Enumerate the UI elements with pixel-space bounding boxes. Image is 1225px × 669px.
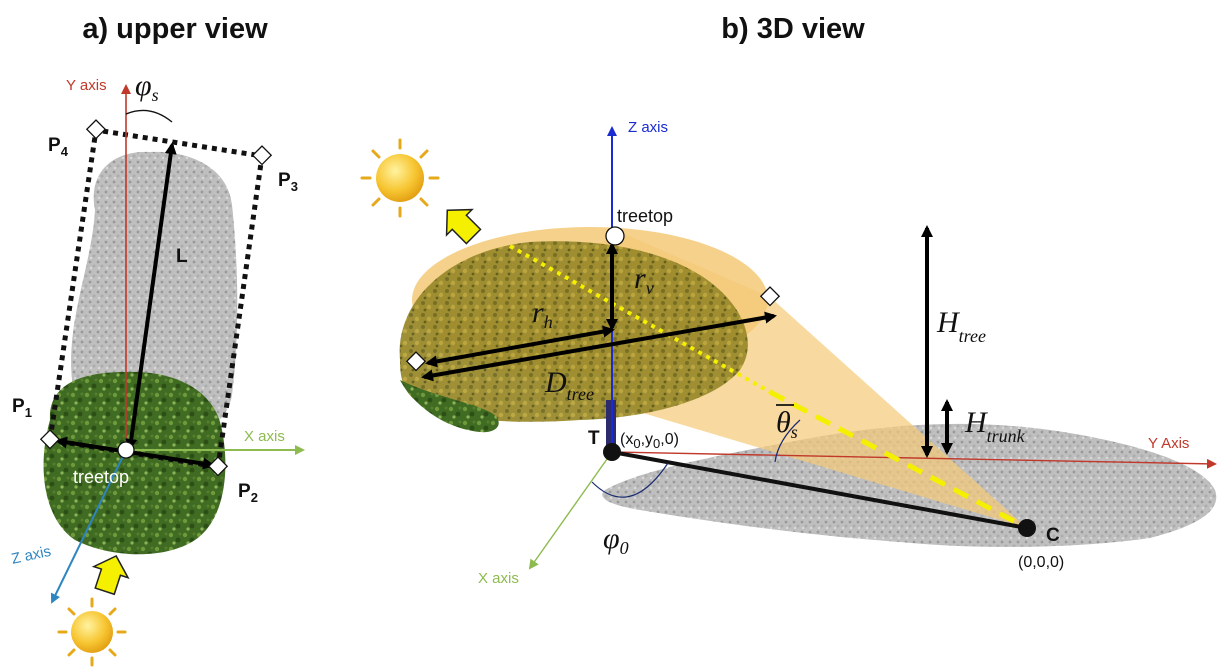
y-axis-3d-label: Y Axis: [1148, 435, 1189, 452]
htree-label: Htree: [936, 306, 986, 346]
length-arrow: [125, 142, 177, 451]
point-c-label: C: [1046, 525, 1060, 546]
z-axis-3d-label: Z axis: [628, 119, 668, 136]
point-c-coord: (0,0,0): [1018, 554, 1064, 571]
upper-treetop-label: treetop: [73, 467, 129, 487]
theta-arc: [774, 419, 801, 463]
theta-label: θs: [776, 406, 798, 442]
rv-label: rv: [634, 262, 654, 298]
dtree-arrow: [421, 311, 777, 382]
tree-crown-lowleaves: [400, 380, 499, 433]
treetop-3d-label: treetop: [617, 206, 673, 226]
sun-3d-icon: [360, 138, 440, 218]
phi0-arc: [591, 462, 669, 498]
point-c: [1018, 519, 1036, 537]
corner-p1-marker: [39, 429, 61, 450]
corner-p4-marker: [85, 119, 107, 140]
title-upper-view: a) upper view: [82, 13, 268, 45]
p3-label: P3: [278, 170, 298, 194]
y-axis-3d: [611, 451, 1217, 469]
dtree-label: Dtree: [544, 366, 594, 404]
upper-sun-icon: [57, 597, 127, 667]
x-axis-3d-label: X axis: [478, 570, 519, 587]
phi-s-label: φs: [135, 69, 159, 105]
corner-p2-marker: [207, 456, 229, 477]
phi0-label: φ0: [603, 522, 629, 558]
view-3d-panel: Z axis Y Axis X axis treetop rv rh Dtree…: [360, 119, 1217, 587]
phi-s-arc: [125, 109, 173, 123]
upper-treetop-point: [117, 441, 135, 459]
upper-sunlight-arrow: [91, 554, 130, 596]
sunlight-arrow-3d: [445, 208, 482, 245]
upper-view-panel: Y axis X axis Z axis φs L treetop P1 P2 …: [10, 69, 305, 667]
point-t-label: T: [588, 428, 600, 449]
upper-z-axis-label: Z axis: [10, 543, 53, 568]
p4-label: P4: [48, 135, 69, 159]
rh-label: rh: [532, 296, 553, 332]
point-t-coord: (x0,y0,0): [620, 431, 679, 451]
tree-to-camera-line: [611, 450, 1028, 530]
x-axis-3d: [528, 451, 613, 570]
upper-z-axis: [51, 449, 127, 604]
point-t: [603, 443, 621, 461]
crown-edge-left-marker: [405, 351, 427, 372]
sun-ray-dashed: [768, 389, 1029, 531]
upper-y-axis-label: Y axis: [66, 77, 107, 94]
upper-x-axis-label: X axis: [244, 428, 285, 445]
width-arrow: [55, 436, 215, 470]
p1-label: P1: [12, 396, 32, 420]
length-label: L: [176, 246, 188, 267]
title-3d-view: b) 3D view: [721, 13, 865, 45]
corner-p3-marker: [251, 145, 273, 166]
htrunk-label: Htrunk: [964, 406, 1026, 446]
treetop-point-3d: [605, 226, 625, 246]
p2-label: P2: [238, 481, 258, 505]
crown-edge-right-marker: [759, 286, 781, 307]
